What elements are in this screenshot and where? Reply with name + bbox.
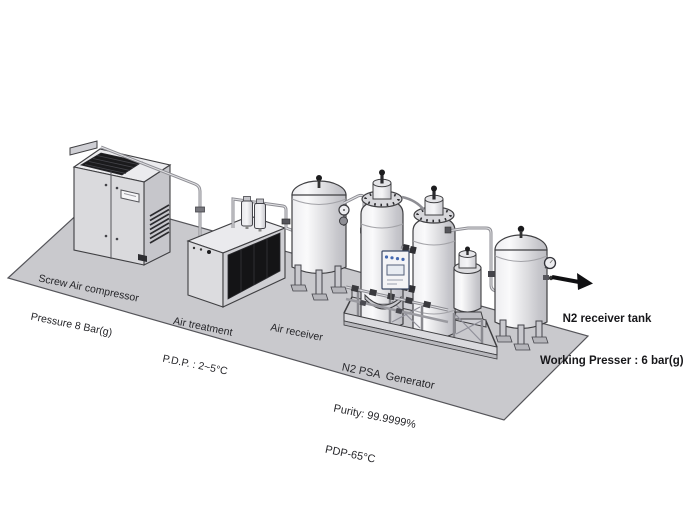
- buffer-vessel: [453, 246, 484, 320]
- filter-line-pipe: [231, 197, 295, 233]
- psa-valve-manifold: [345, 284, 449, 324]
- n2-tank-label: N2 receiver tank Working Presser : 6 bar…: [540, 284, 684, 382]
- psa-skid-frame: [343, 292, 498, 360]
- psa-label-line1: N2 PSA Generator: [340, 361, 436, 392]
- air-receiver-label: Air receiver: [267, 296, 329, 358]
- psa-label-line3: PDP-65°C: [324, 443, 377, 466]
- air-receiver-tank: [290, 175, 350, 301]
- n2-tank-label-line1: N2 receiver tank: [562, 313, 652, 325]
- flow-arrow: [551, 273, 593, 290]
- n2-receiver-tank: [494, 225, 557, 351]
- air-treatment-label-line1: Air treatment: [172, 315, 234, 339]
- air-treatment-label-line2: P.D.P. : 2~5°C: [161, 352, 229, 378]
- air-receiver-gauges: [338, 204, 350, 226]
- compressor-discharge-pipe: [100, 145, 205, 239]
- screw-air-compressor: [69, 140, 172, 266]
- psa-control-panel: [381, 250, 410, 300]
- compressor-label-line2: Pressure 8 Bar(g): [29, 310, 114, 339]
- pre-filters: [241, 196, 266, 232]
- air-treatment-dryer: [186, 215, 287, 308]
- psa-label-line2: Purity: 99.9999%: [332, 402, 417, 432]
- psa-top-crossover-pipe: [401, 195, 425, 211]
- n2-tank-label-line2: Working Presser : 6 bar(g): [540, 355, 684, 367]
- compressor-top-duct: [69, 140, 98, 156]
- compressor-badge: [120, 189, 140, 203]
- compressor-side-vents: [149, 204, 170, 244]
- compressor-label-line1: Screw Air compressor: [37, 272, 140, 305]
- air-receiver-label-line1: Air receiver: [269, 321, 324, 344]
- n2-tank-gauge: [543, 256, 557, 281]
